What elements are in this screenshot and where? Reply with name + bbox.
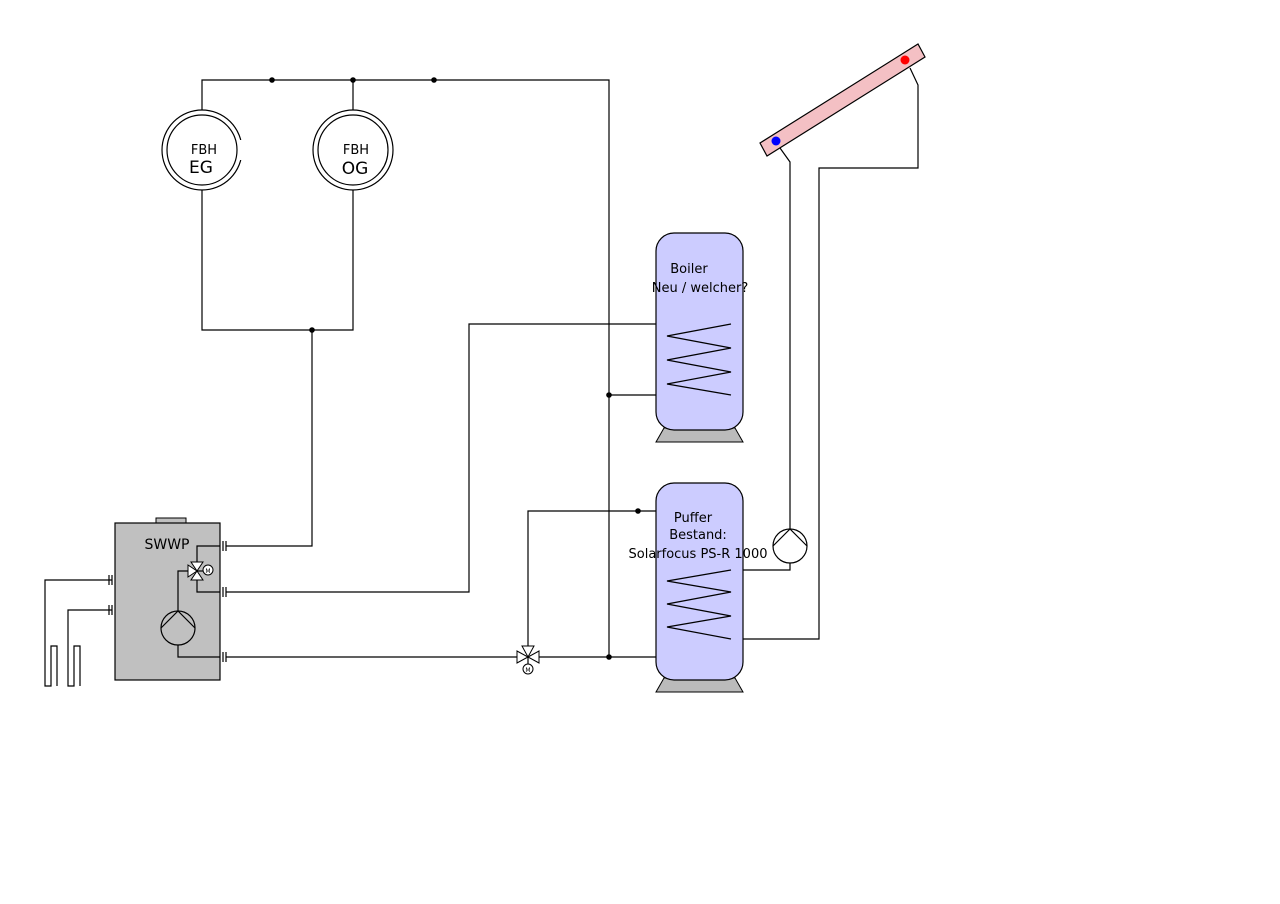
solar-collector-icon xyxy=(759,43,926,157)
junction-dot xyxy=(431,77,437,83)
svg-text:M: M xyxy=(525,667,530,674)
three-way-valve-icon: M xyxy=(187,561,214,581)
puffer-label-line1: Puffer xyxy=(674,511,713,526)
junction-dot xyxy=(269,77,275,83)
junction-dot xyxy=(350,77,356,83)
fbh-eg-label-line1: FBH xyxy=(191,143,217,158)
ground-probe-pipe-2 xyxy=(67,609,112,687)
solar-return-pipe-upper xyxy=(779,147,791,529)
pipe-network xyxy=(44,67,919,687)
main-supply-pipe xyxy=(201,79,610,658)
solar-supply-pipe xyxy=(731,67,919,640)
boiler-label-line2: Neu / welcher? xyxy=(652,281,748,296)
ground-probe-pipe-1 xyxy=(44,579,112,687)
fbh-og-label-line1: FBH xyxy=(343,143,369,158)
heat-pump-swwp: SWWP M xyxy=(108,517,227,681)
fbh-eg-heating-circuit: FBH EG xyxy=(161,109,246,191)
boiler-coil-supply-pipe xyxy=(226,323,731,593)
heat-exchanger-coil-icon xyxy=(666,569,732,640)
fbh-og-heating-circuit: FBH OG xyxy=(312,109,394,191)
puffer-label-line3: Solarfocus PS-R 1000 xyxy=(629,547,768,562)
junction-dot xyxy=(635,508,641,514)
puffer-tank: Puffer Bestand: Solarfocus PS-R 1000 xyxy=(629,482,768,693)
puffer-label-line2: Bestand: xyxy=(669,528,727,543)
collector-hot-outlet xyxy=(900,55,910,65)
puffer-top-pipe xyxy=(527,510,656,648)
pipe-flanges xyxy=(108,541,227,662)
fbh-og-label-line2: OG xyxy=(342,159,369,179)
three-way-valve-icon: M xyxy=(516,645,540,675)
solar-return-pipe-lower xyxy=(731,563,791,571)
junction-dot xyxy=(309,327,315,333)
heatpump-return-pipe xyxy=(226,330,313,547)
pump-icon xyxy=(772,528,808,564)
fbh-return-pipe xyxy=(201,190,354,331)
fbh-eg-label-line2: EG xyxy=(189,158,213,178)
heat-exchanger-coil-icon xyxy=(666,323,732,396)
pipe-junctions xyxy=(269,77,641,660)
boiler-tank: Boiler Neu / welcher? xyxy=(652,232,748,443)
heatpump-label: SWWP xyxy=(144,537,189,553)
svg-text:M: M xyxy=(205,568,210,575)
pump-icon xyxy=(160,610,196,646)
junction-dot xyxy=(606,392,612,398)
boiler-label-line1: Boiler xyxy=(670,262,708,277)
junction-dot xyxy=(606,654,612,660)
collector-cold-inlet xyxy=(771,136,781,146)
